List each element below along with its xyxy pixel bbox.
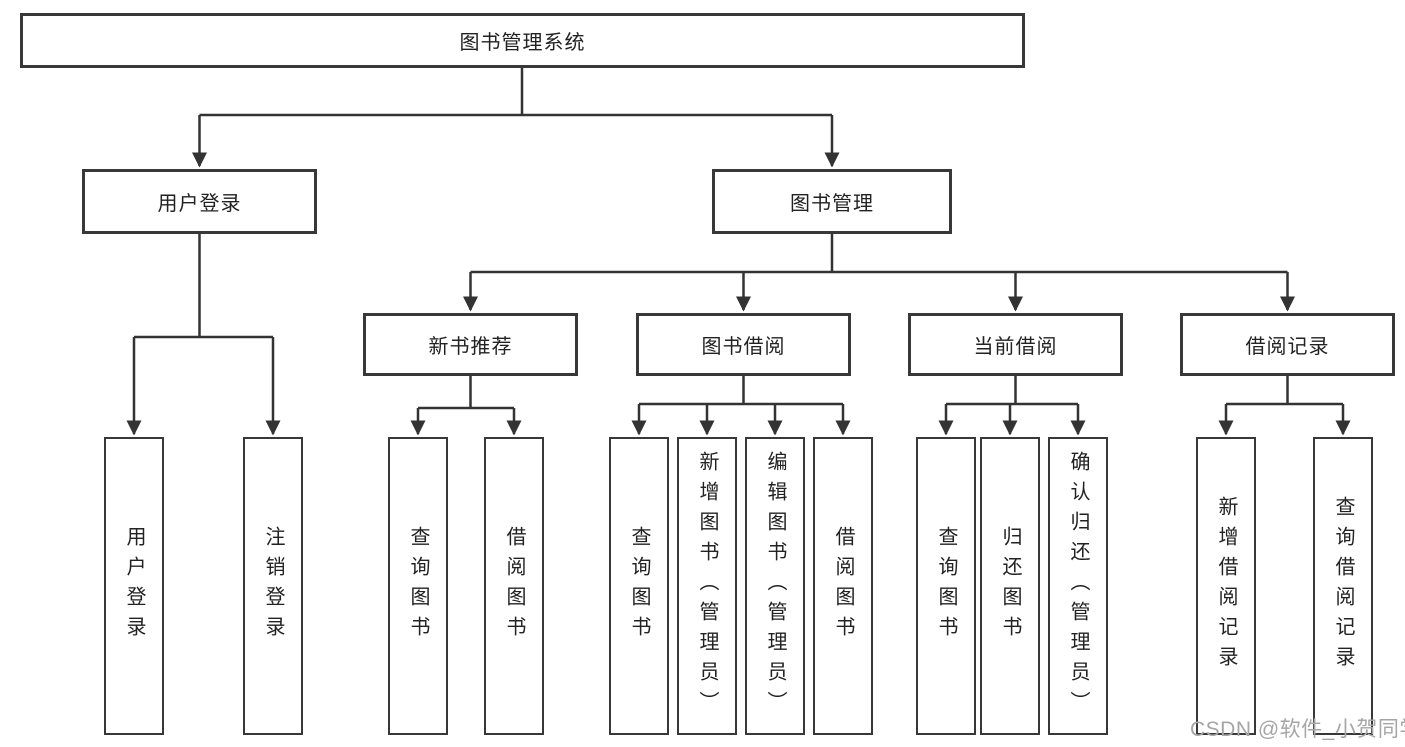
node-book-borrow: 图书借阅 bbox=[636, 313, 851, 376]
leaf-return-book: 归还图书 bbox=[980, 437, 1040, 735]
leaf-confirm-return-admin: 确认归还（管理员） bbox=[1048, 437, 1108, 735]
leaf-borrow-books-borrow: 借阅图书 bbox=[813, 437, 873, 735]
leaf-add-borrow-record-label: 新增借阅记录 bbox=[1215, 496, 1237, 676]
leaf-borrow-books-borrow-label: 借阅图书 bbox=[832, 526, 854, 646]
leaf-add-book-admin-label: 新增图书（管理员） bbox=[696, 451, 718, 721]
leaf-query-books-borrow: 查询图书 bbox=[609, 437, 669, 735]
leaf-query-books-recommend: 查询图书 bbox=[388, 437, 448, 735]
node-book-management: 图书管理 bbox=[712, 169, 952, 234]
leaf-confirm-return-admin-label: 确认归还（管理员） bbox=[1067, 451, 1089, 721]
node-new-book-recommend: 新书推荐 bbox=[363, 313, 578, 376]
leaf-query-borrow-record: 查询借阅记录 bbox=[1313, 437, 1373, 735]
leaf-user-login: 用户登录 bbox=[104, 437, 164, 735]
leaf-add-borrow-record: 新增借阅记录 bbox=[1196, 437, 1256, 735]
leaf-edit-book-admin-label: 编辑图书（管理员） bbox=[764, 451, 786, 721]
leaf-edit-book-admin: 编辑图书（管理员） bbox=[745, 437, 805, 735]
leaf-add-book-admin: 新增图书（管理员） bbox=[677, 437, 737, 735]
leaf-query-books-current-label: 查询图书 bbox=[935, 526, 957, 646]
node-root: 图书管理系统 bbox=[20, 13, 1025, 68]
node-borrow-records: 借阅记录 bbox=[1180, 313, 1395, 376]
leaf-query-books-current: 查询图书 bbox=[916, 437, 976, 735]
leaf-query-books-recommend-label: 查询图书 bbox=[407, 526, 429, 646]
leaf-query-borrow-record-label: 查询借阅记录 bbox=[1332, 496, 1354, 676]
csdn-watermark: CSDN @软件_小贺同学 bbox=[1190, 718, 1405, 741]
leaf-logout-label: 注销登录 bbox=[262, 526, 284, 646]
leaf-borrow-books-recommend-label: 借阅图书 bbox=[503, 526, 525, 646]
node-user-login: 用户登录 bbox=[82, 169, 317, 234]
leaf-query-books-borrow-label: 查询图书 bbox=[628, 526, 650, 646]
leaf-user-login-label: 用户登录 bbox=[123, 526, 145, 646]
leaf-return-book-label: 归还图书 bbox=[999, 526, 1021, 646]
leaf-borrow-books-recommend: 借阅图书 bbox=[484, 437, 544, 735]
leaf-logout: 注销登录 bbox=[243, 437, 303, 735]
node-current-borrow: 当前借阅 bbox=[908, 313, 1123, 376]
